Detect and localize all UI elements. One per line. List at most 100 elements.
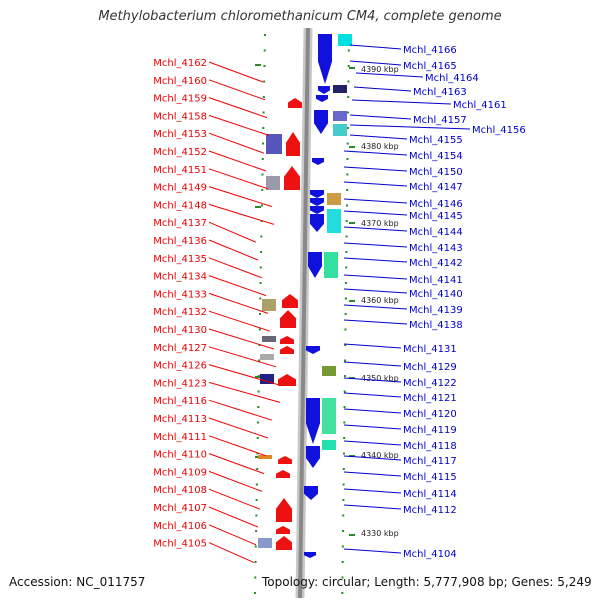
- left-gene-label: Mchl_4133: [153, 289, 207, 300]
- left-leader-line: [208, 292, 269, 314]
- left-leader-line: [208, 132, 265, 154]
- right-gene-label: Mchl_4120: [403, 409, 457, 420]
- left-leader-line: [208, 364, 279, 386]
- tick-mark-right: [347, 49, 350, 52]
- right-gene-label: Mchl_4144: [409, 227, 463, 238]
- tick-mark-right: [344, 328, 347, 331]
- right-leader-line: [349, 60, 402, 66]
- gene-arrow-up: [278, 456, 292, 464]
- left-gene-label: Mchl_4109: [153, 467, 207, 478]
- tick-mark-right: [343, 375, 346, 377]
- left-leader-line: [208, 114, 270, 136]
- tick-mark-right: [342, 452, 345, 455]
- right-leader-line: [349, 134, 408, 140]
- gene-box: [333, 111, 347, 121]
- left-leader-line: [208, 186, 273, 208]
- tick-mark-right: [347, 65, 350, 67]
- right-leader-line: [343, 242, 408, 248]
- gene-arrow-down: [310, 198, 324, 206]
- tick-mark-left: [257, 406, 260, 408]
- gene-box: [338, 34, 352, 46]
- gene-arrow-down: [314, 110, 328, 134]
- genome-title: Methylobacterium chloromethanicum CM4, c…: [98, 9, 502, 24]
- left-leader-line: [208, 328, 275, 350]
- gene-arrow-down: [312, 158, 324, 165]
- right-gene-label: Mchl_4138: [409, 320, 463, 331]
- major-tick-left: [255, 376, 261, 378]
- gene-arrow-up: [280, 346, 294, 354]
- gene-arrow-down: [310, 206, 324, 214]
- tick-mark-right: [345, 282, 348, 284]
- left-leader-line: [208, 257, 263, 279]
- gene-box: [260, 374, 274, 384]
- left-gene-label: Mchl_4132: [153, 307, 207, 318]
- right-leader-line: [343, 455, 402, 461]
- tick-mark-left: [255, 499, 258, 501]
- tick-mark-right: [341, 592, 344, 594]
- right-gene-label: Mchl_4122: [403, 378, 457, 389]
- gene-arrow-up: [276, 498, 292, 522]
- left-gene-label: Mchl_4113: [153, 414, 207, 425]
- left-gene-label: Mchl_4106: [153, 521, 207, 532]
- tick-mark-left: [258, 313, 261, 315]
- left-leader-line: [208, 203, 275, 225]
- tick-mark-right: [345, 266, 348, 269]
- tick-mark-left: [253, 592, 256, 594]
- tick-mark-right: [345, 251, 348, 253]
- left-gene-label: Mchl_4153: [153, 129, 207, 140]
- left-leader-line: [208, 470, 263, 492]
- right-gene-label: Mchl_4119: [403, 425, 457, 436]
- major-tick-right: [349, 146, 355, 148]
- tick-mark-left: [258, 359, 261, 362]
- right-gene-label: Mchl_4164: [425, 73, 479, 84]
- accession-text: Accession: NC_011757: [9, 575, 146, 589]
- tick-mark-left: [254, 561, 257, 563]
- right-leader-line: [343, 361, 402, 367]
- scale-label: 4370 kbp: [361, 219, 399, 228]
- left-leader-line: [208, 381, 281, 403]
- gene-arrow-up: [280, 336, 294, 344]
- right-gene-label: Mchl_4154: [409, 151, 463, 162]
- right-gene-label: Mchl_4145: [409, 211, 463, 222]
- gene-box: [333, 124, 347, 136]
- scale-label: 4340 kbp: [361, 451, 399, 460]
- tick-mark-right: [347, 111, 350, 114]
- gene-arrow-up: [276, 470, 290, 478]
- tick-mark-right: [341, 545, 344, 548]
- tick-mark-right: [344, 359, 347, 362]
- tick-mark-left: [260, 204, 263, 207]
- left-leader-line: [208, 453, 265, 475]
- topology-text: Topology: circular; Length: 5,777,908 bp…: [262, 575, 592, 589]
- right-gene-label: Mchl_4156: [472, 125, 526, 136]
- left-gene-label: Mchl_4160: [153, 76, 207, 87]
- scale-label: 4390 kbp: [361, 65, 399, 74]
- right-leader-line: [343, 471, 402, 477]
- right-gene-label: Mchl_4146: [409, 199, 463, 210]
- gene-arrow-up: [284, 166, 300, 190]
- left-gene-label: Mchl_4159: [153, 94, 207, 105]
- right-leader-line: [343, 198, 408, 204]
- major-tick-right: [349, 455, 355, 457]
- left-leader-line: [208, 435, 267, 457]
- right-gene-label: Mchl_4118: [403, 441, 457, 452]
- scale-label: 4350 kbp: [361, 374, 399, 383]
- left-gene-label: Mchl_4151: [153, 165, 207, 176]
- tick-mark-right: [346, 189, 349, 191]
- left-gene-label: Mchl_4108: [153, 485, 207, 496]
- left-gene-label: Mchl_4110: [153, 450, 207, 461]
- gene-arrow-down: [310, 190, 324, 198]
- gene-box: [266, 134, 282, 154]
- left-gene-label: Mchl_4158: [153, 111, 207, 122]
- tick-mark-left: [256, 452, 259, 455]
- tick-mark-right: [344, 344, 347, 346]
- gene-arrow-down: [306, 398, 320, 444]
- gene-arrow-up: [276, 526, 290, 534]
- major-tick-right: [349, 222, 355, 224]
- right-leader-line: [343, 274, 408, 280]
- tick-mark-left: [255, 483, 258, 486]
- tick-mark-left: [256, 468, 259, 470]
- tick-mark-left: [263, 49, 266, 52]
- scale-label: 4380 kbp: [361, 142, 399, 151]
- right-gene-label: Mchl_4155: [409, 135, 463, 146]
